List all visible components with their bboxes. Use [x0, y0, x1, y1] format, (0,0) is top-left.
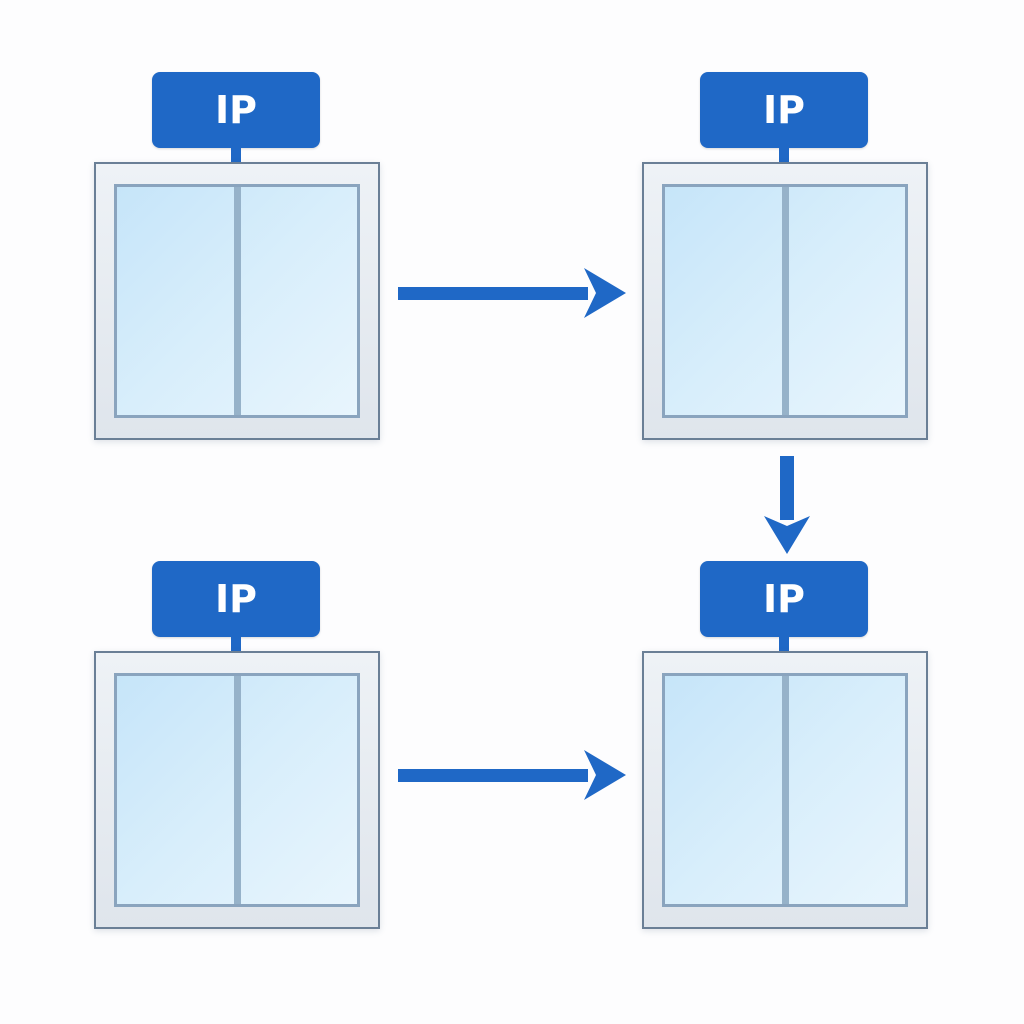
window-mullion	[782, 187, 789, 415]
window-pane	[662, 673, 908, 907]
ip-badge: IP	[152, 561, 320, 637]
window-mullion	[782, 676, 789, 904]
badge-connector	[231, 635, 241, 653]
window-icon	[642, 651, 928, 929]
window-mullion	[234, 187, 241, 415]
ip-badge: IP	[700, 561, 868, 637]
arrow-icon-node2-to-node4	[764, 456, 810, 554]
ip-badge: IP	[700, 72, 868, 148]
badge-connector	[231, 146, 241, 164]
window-pane	[662, 184, 908, 418]
badge-connector	[779, 146, 789, 164]
window-icon	[94, 651, 380, 929]
window-pane	[114, 673, 360, 907]
arrow-icon-node3-to-node4	[398, 750, 626, 800]
window-icon	[642, 162, 928, 440]
window-icon	[94, 162, 380, 440]
ip-window-node-2: IP	[642, 72, 930, 442]
window-pane	[114, 184, 360, 418]
ip-window-node-4: IP	[642, 561, 930, 931]
ip-badge: IP	[152, 72, 320, 148]
arrow-icon-node1-to-node2	[398, 268, 626, 318]
window-mullion	[234, 676, 241, 904]
ip-window-node-3: IP	[94, 561, 382, 931]
ip-window-node-1: IP	[94, 72, 382, 442]
badge-connector	[779, 635, 789, 653]
